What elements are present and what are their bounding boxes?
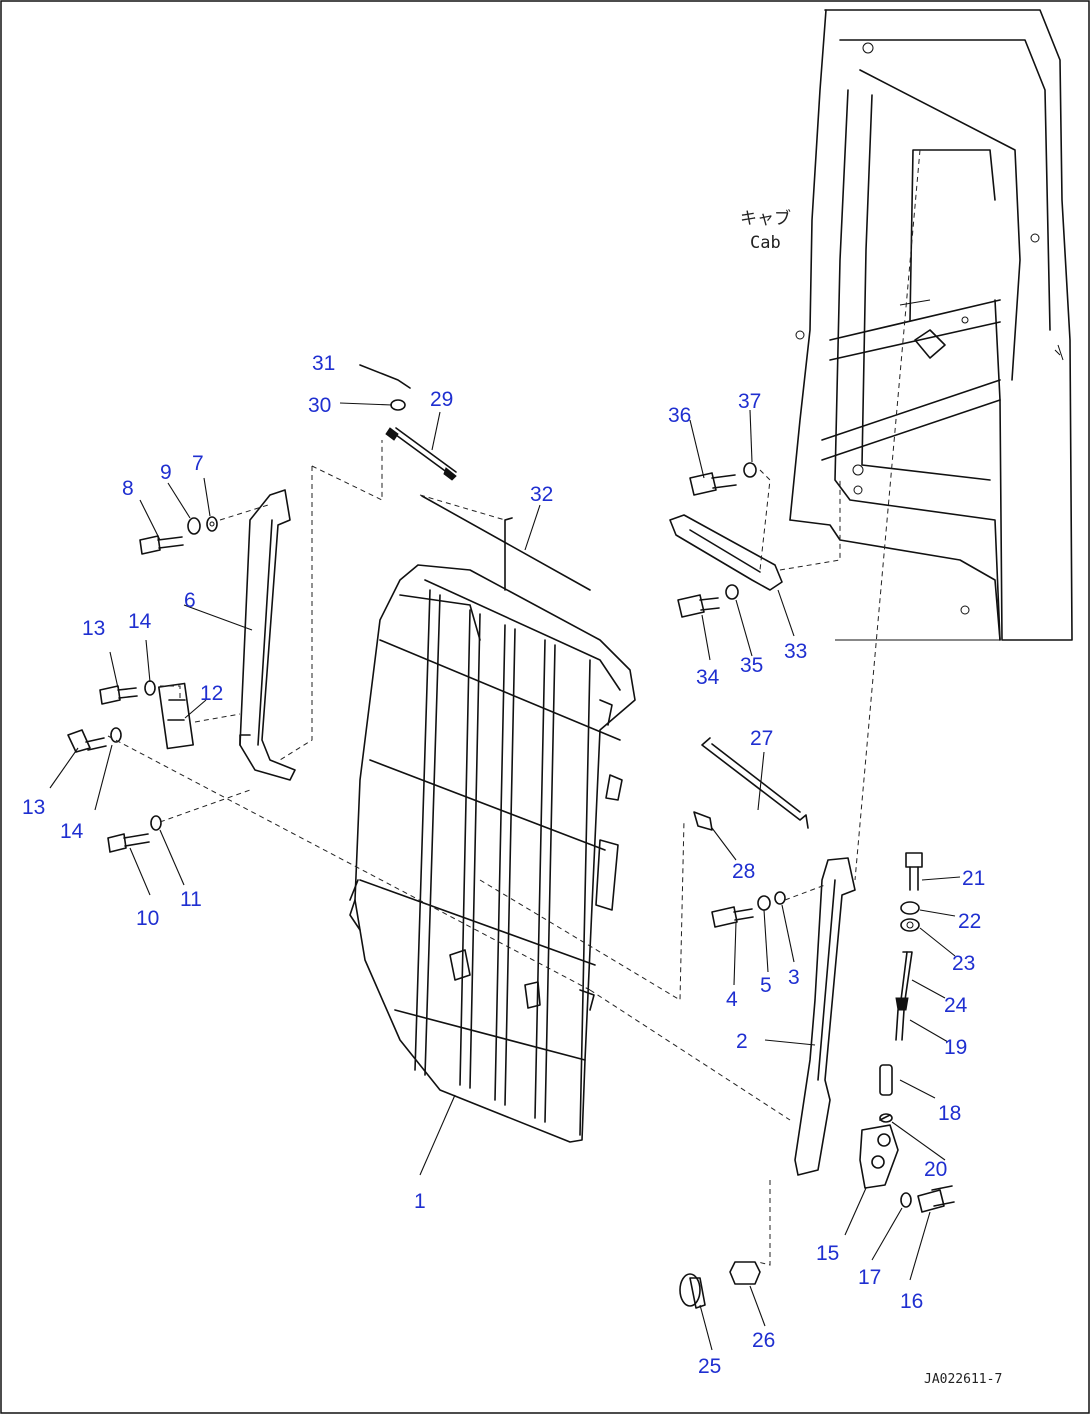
callout-35: 35: [740, 654, 763, 677]
callout-1: 1: [414, 1190, 426, 1213]
callout-8: 8: [122, 477, 134, 500]
callout-33: 33: [784, 640, 807, 663]
callout-15: 15: [816, 1242, 839, 1265]
cab-structure: [789, 9, 1073, 641]
callout-13-lower: 13: [22, 796, 45, 819]
callout-27: 27: [750, 727, 773, 750]
callout-23: 23: [952, 952, 975, 975]
guard-panel: [349, 564, 636, 1143]
top-rod-assembly: [359, 364, 591, 591]
callout-6: 6: [184, 589, 196, 612]
right-hardware: [679, 852, 955, 1309]
callout-22: 22: [958, 910, 981, 933]
callout-9: 9: [160, 461, 172, 484]
cab-label-en: Cab: [750, 233, 781, 253]
callout-30: 30: [308, 394, 331, 417]
callout-18: 18: [938, 1102, 961, 1125]
left-hardware: [67, 516, 218, 853]
assembly-lines: [107, 149, 921, 1266]
middle-rod-assembly: [693, 737, 809, 831]
callout-25: 25: [698, 1355, 721, 1378]
callout-19: 19: [944, 1036, 967, 1059]
callout-12: 12: [200, 682, 223, 705]
left-bracket: [158, 489, 296, 781]
callout-20: 20: [924, 1158, 947, 1181]
callout-5: 5: [760, 974, 772, 997]
callout-11: 11: [180, 888, 202, 911]
leader-lines: [49, 402, 961, 1351]
callout-32: 32: [530, 483, 553, 506]
callout-numbers: 1 2 3 4 5 6 7 8 9 10 11 12 13 14 13 14 1…: [22, 352, 985, 1378]
callout-36: 36: [668, 404, 691, 427]
callout-7: 7: [192, 452, 204, 475]
callout-21: 21: [962, 867, 985, 890]
upper-right-bracket: [669, 462, 783, 618]
callout-17: 17: [858, 1266, 881, 1289]
callout-29: 29: [430, 388, 453, 411]
callout-37: 37: [738, 390, 761, 413]
callout-34: 34: [696, 666, 720, 689]
callout-3: 3: [788, 966, 800, 989]
callout-2: 2: [736, 1030, 748, 1053]
callout-14-upper: 14: [128, 610, 152, 633]
callout-31: 31: [312, 352, 335, 375]
callout-10: 10: [136, 907, 159, 930]
cab-label-jp: キャブ: [740, 208, 791, 229]
callout-28: 28: [732, 860, 755, 883]
right-bracket: [794, 857, 899, 1189]
drawing-id: JA022611-7: [924, 1372, 1002, 1387]
callout-13-upper: 13: [82, 617, 105, 640]
callout-24: 24: [944, 994, 968, 1017]
callout-26: 26: [752, 1329, 775, 1352]
callout-16: 16: [900, 1290, 923, 1313]
callout-14-lower: 14: [60, 820, 84, 843]
callout-4: 4: [726, 988, 738, 1011]
